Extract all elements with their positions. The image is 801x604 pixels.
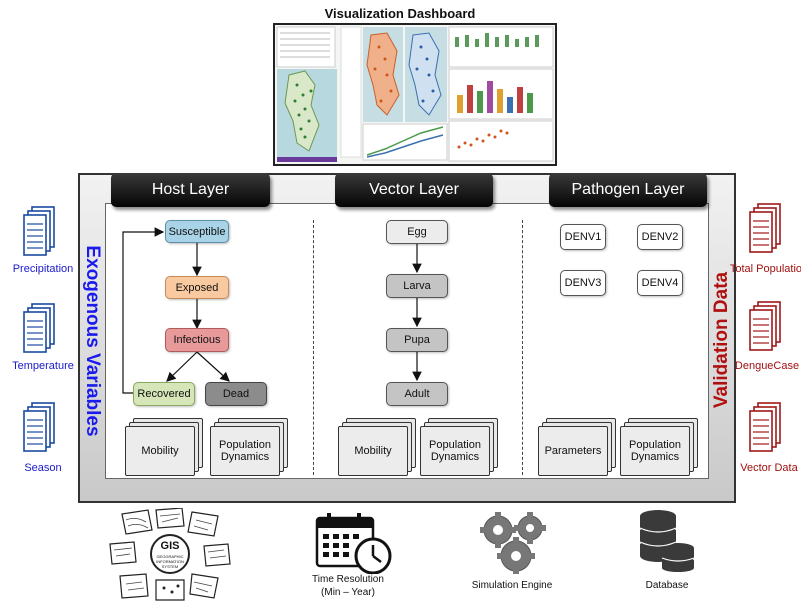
doc-pathogen-parameters: Parameters (538, 418, 618, 476)
dashboard-thumbnail (275, 25, 555, 164)
validation-data-text: Validation Data (711, 271, 732, 409)
doc-vector-population: Population Dynamics (420, 418, 500, 476)
calendar-clock-icon (315, 513, 392, 574)
stage-larva: Larva (386, 274, 448, 298)
stage-egg: Egg (386, 220, 448, 244)
doc-host-mobility: Mobility (125, 418, 205, 476)
total-population-label: Total Population (729, 263, 801, 275)
divider-host-vector (313, 220, 314, 475)
database-icon (639, 510, 695, 572)
precipitation-label: Precipitation (12, 263, 74, 275)
stage-adult: Adult (386, 382, 448, 406)
doc-host-population-label: Population Dynamics (210, 426, 280, 476)
host-layer-tab: Host Layer (111, 173, 270, 207)
divider-vector-pathogen (522, 220, 523, 475)
doc-pathogen-population: Population Dynamics (620, 418, 700, 476)
state-susceptible: Susceptible (165, 220, 229, 243)
doc-vector-population-label: Population Dynamics (420, 426, 490, 476)
state-exposed: Exposed (165, 276, 229, 299)
doc-pathogen-population-label: Population Dynamics (620, 426, 690, 476)
gis-label: GIS (160, 540, 180, 552)
temperature-label: Temperature (12, 360, 74, 372)
vector-data-doc-icon (749, 402, 781, 452)
doc-host-mobility-label: Mobility (125, 426, 195, 476)
dengue-case-label: DengueCase (734, 360, 800, 372)
serotype-denv1: DENV1 (560, 224, 606, 250)
dashboard-title: Visualization Dashboard (324, 6, 476, 21)
gears-icon (480, 512, 546, 574)
simulation-engine-label: Simulation Engine (471, 580, 553, 591)
precipitation-doc-icon (23, 206, 55, 256)
gis-sublabel: GEOGRAPHIC INFORMATION SYSTEM (156, 554, 184, 569)
dengue-case-doc-icon (749, 301, 781, 351)
vector-layer-tab: Vector Layer (335, 173, 493, 207)
doc-pathogen-parameters-label: Parameters (538, 426, 608, 476)
season-label: Season (24, 462, 62, 474)
state-dead: Dead (205, 382, 267, 406)
serotype-denv3: DENV3 (560, 270, 606, 296)
serotype-denv2: DENV2 (637, 224, 683, 250)
gis-icon (109, 508, 231, 601)
state-infectious: Infectious (165, 328, 229, 352)
pathogen-layer-tab: Pathogen Layer (549, 173, 707, 207)
doc-vector-mobility: Mobility (338, 418, 418, 476)
time-resolution-label: Time Resolution (312, 574, 384, 585)
temperature-doc-icon (23, 303, 55, 353)
vector-flow-arrows (412, 244, 422, 382)
database-label: Database (645, 580, 689, 591)
state-recovered: Recovered (133, 382, 195, 406)
stage-pupa: Pupa (386, 328, 448, 352)
dashboard-screenshot (273, 23, 557, 166)
doc-host-population: Population Dynamics (210, 418, 290, 476)
season-doc-icon (23, 402, 55, 452)
doc-vector-mobility-label: Mobility (338, 426, 408, 476)
total-population-doc-icon (749, 203, 781, 253)
time-range-label: (Min – Year) (321, 587, 375, 598)
host-flow-arrows (122, 227, 230, 394)
vector-data-label: Vector Data (740, 462, 798, 474)
serotype-denv4: DENV4 (637, 270, 683, 296)
